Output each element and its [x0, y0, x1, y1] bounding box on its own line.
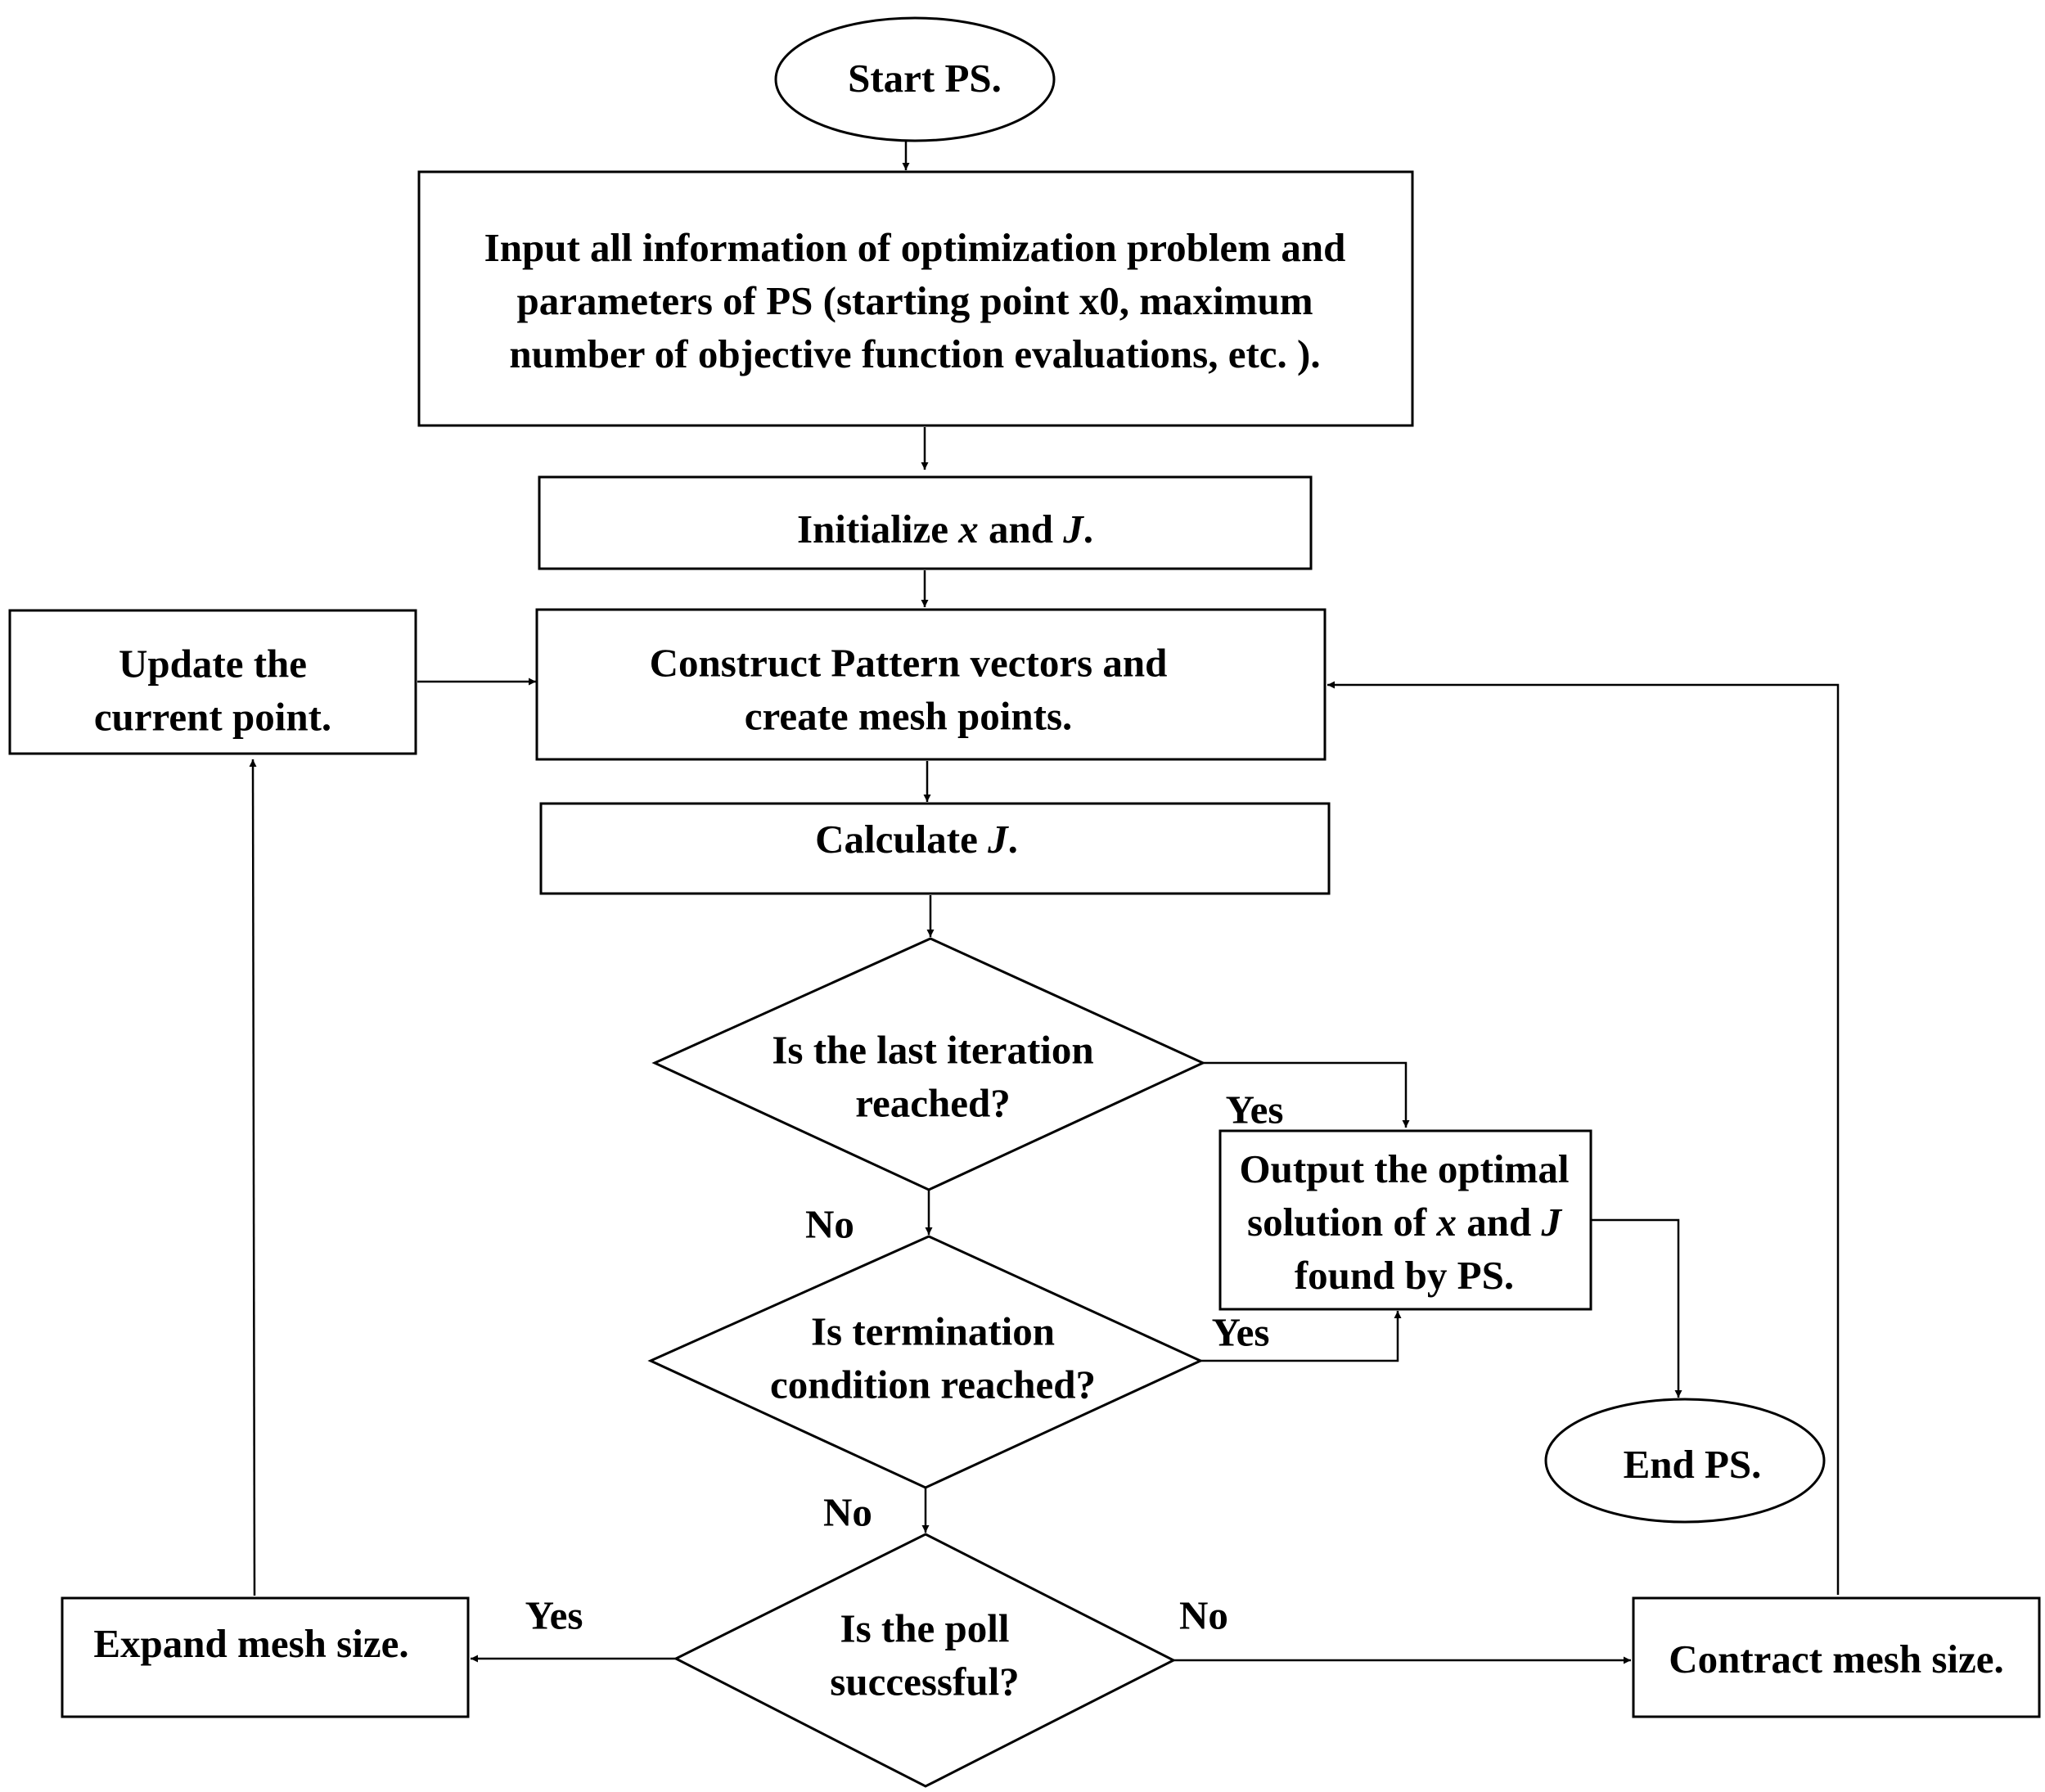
label-line: found by PS. — [1295, 1253, 1514, 1298]
label-run: Contract mesh size. — [1669, 1637, 2004, 1682]
calc-label: Calculate J. — [815, 817, 1018, 862]
shapes — [8, 16, 2041, 1788]
label-line: solution of x and J — [1247, 1200, 1562, 1245]
arrow-expand-to-update — [249, 759, 257, 1596]
label-run: Input all information of optimization pr… — [484, 225, 1346, 270]
label-line: Calculate J. — [815, 817, 1018, 862]
label-run-italic: J — [1540, 1200, 1562, 1245]
label-run: solution of — [1247, 1200, 1436, 1245]
label-run: and — [979, 507, 1064, 552]
label-run-italic: x — [1435, 1200, 1457, 1245]
init-label: Initialize x and J. — [797, 507, 1093, 552]
construct-process — [535, 608, 1327, 761]
label-run: parameters of PS (starting point x0, max… — [516, 278, 1313, 323]
label-run-italic: J — [987, 817, 1009, 862]
label-run: Update the — [119, 642, 307, 687]
input-process — [417, 170, 1414, 427]
label-line: current point. — [94, 695, 331, 740]
label-line: Is termination — [811, 1309, 1055, 1354]
label-run: number of objective function evaluations… — [509, 331, 1320, 376]
output-process — [1218, 1129, 1592, 1311]
label-line: Contract mesh size. — [1669, 1637, 2004, 1682]
termination-yes-label: Yes — [1212, 1310, 1270, 1355]
label-run: found by PS. — [1295, 1253, 1514, 1298]
label-run: Construct Pattern vectors and — [650, 641, 1168, 686]
termination-label: Is termination condition reached? — [770, 1309, 1096, 1407]
termination-no-label: No — [823, 1490, 872, 1535]
label-run: create mesh points. — [745, 694, 1073, 739]
last-iteration-yes-label: Yes — [1226, 1087, 1284, 1132]
poll-yes-label: Yes — [525, 1593, 583, 1638]
update-process — [8, 609, 417, 755]
label-line: parameters of PS (starting point x0, max… — [516, 278, 1313, 323]
label-line: create mesh points. — [745, 694, 1073, 739]
label-run: current point. — [94, 695, 331, 740]
label-run: reached? — [855, 1081, 1011, 1126]
label-run: and — [1457, 1200, 1542, 1245]
init-process — [538, 475, 1313, 570]
label-line: Update the — [119, 642, 307, 687]
poll-no-label: No — [1179, 1593, 1228, 1638]
update-label: Update the current point. — [94, 642, 331, 740]
label-line: Input all information of optimization pr… — [484, 225, 1346, 270]
arrow-termination-yes-to-output — [1200, 1311, 1402, 1362]
arrow-contract-to-construct — [1327, 681, 1840, 1595]
label-line: condition reached? — [770, 1362, 1096, 1407]
last-iteration-label: Is the last iteration reached? — [772, 1028, 1093, 1126]
construct-label: Construct Pattern vectors and create mesh… — [650, 641, 1168, 739]
calc-process — [539, 802, 1331, 895]
label-run: Is the poll — [840, 1606, 1010, 1651]
label-line: Initialize x and J. — [797, 507, 1093, 552]
label-run: condition reached? — [770, 1362, 1096, 1407]
edge-labels: Yes No Yes No Yes No — [525, 1087, 1284, 1638]
label-run: . — [1083, 507, 1093, 552]
label-run: . — [1008, 817, 1018, 862]
label-line: Construct Pattern vectors and — [650, 641, 1168, 686]
label-line: Is the poll — [840, 1606, 1010, 1651]
label-run: Is termination — [811, 1309, 1055, 1354]
input-label: Input all information of optimization pr… — [484, 225, 1346, 376]
expand-label: Expand mesh size. — [93, 1621, 408, 1666]
contract-label: Contract mesh size. — [1669, 1637, 2004, 1682]
expand-process — [61, 1596, 470, 1718]
label-line: End PS. — [1624, 1442, 1762, 1487]
label-line: Expand mesh size. — [93, 1621, 408, 1666]
end-label: End PS. — [1624, 1442, 1762, 1487]
label-run-italic: x — [957, 507, 979, 552]
last-iteration-no-label: No — [805, 1202, 854, 1247]
label-line: number of objective function evaluations… — [509, 331, 1320, 376]
arrow-last-iter-yes-to-output — [1203, 1061, 1410, 1128]
arrow-output-to-end — [1591, 1218, 1682, 1398]
node-labels: Start PS. Input all information of optim… — [93, 56, 2003, 1704]
label-line: successful? — [830, 1659, 1019, 1704]
label-line: reached? — [855, 1081, 1011, 1126]
label-run: Is the last iteration — [772, 1028, 1093, 1073]
start-label: Start PS. — [848, 56, 1002, 101]
end-terminal — [1544, 1398, 1826, 1524]
contract-process — [1632, 1596, 2041, 1718]
poll-label: Is the poll successful? — [830, 1606, 1019, 1704]
label-run: Initialize — [797, 507, 958, 552]
poll-decision — [673, 1533, 1177, 1788]
label-line: Start PS. — [848, 56, 1002, 101]
label-run: Output the optimal — [1240, 1146, 1570, 1191]
label-run-italic: J — [1062, 507, 1084, 552]
start-terminal — [774, 16, 1056, 142]
connectors — [249, 141, 1840, 1664]
termination-decision — [647, 1235, 1204, 1489]
last-iteration-decision — [651, 937, 1206, 1191]
label-run: Calculate — [815, 817, 988, 862]
label-run: successful? — [830, 1659, 1019, 1704]
label-run: End PS. — [1624, 1442, 1762, 1487]
label-run: Start PS. — [848, 56, 1002, 101]
label-line: Is the last iteration — [772, 1028, 1093, 1073]
label-line: Output the optimal — [1240, 1146, 1570, 1191]
label-run: Expand mesh size. — [93, 1621, 408, 1666]
